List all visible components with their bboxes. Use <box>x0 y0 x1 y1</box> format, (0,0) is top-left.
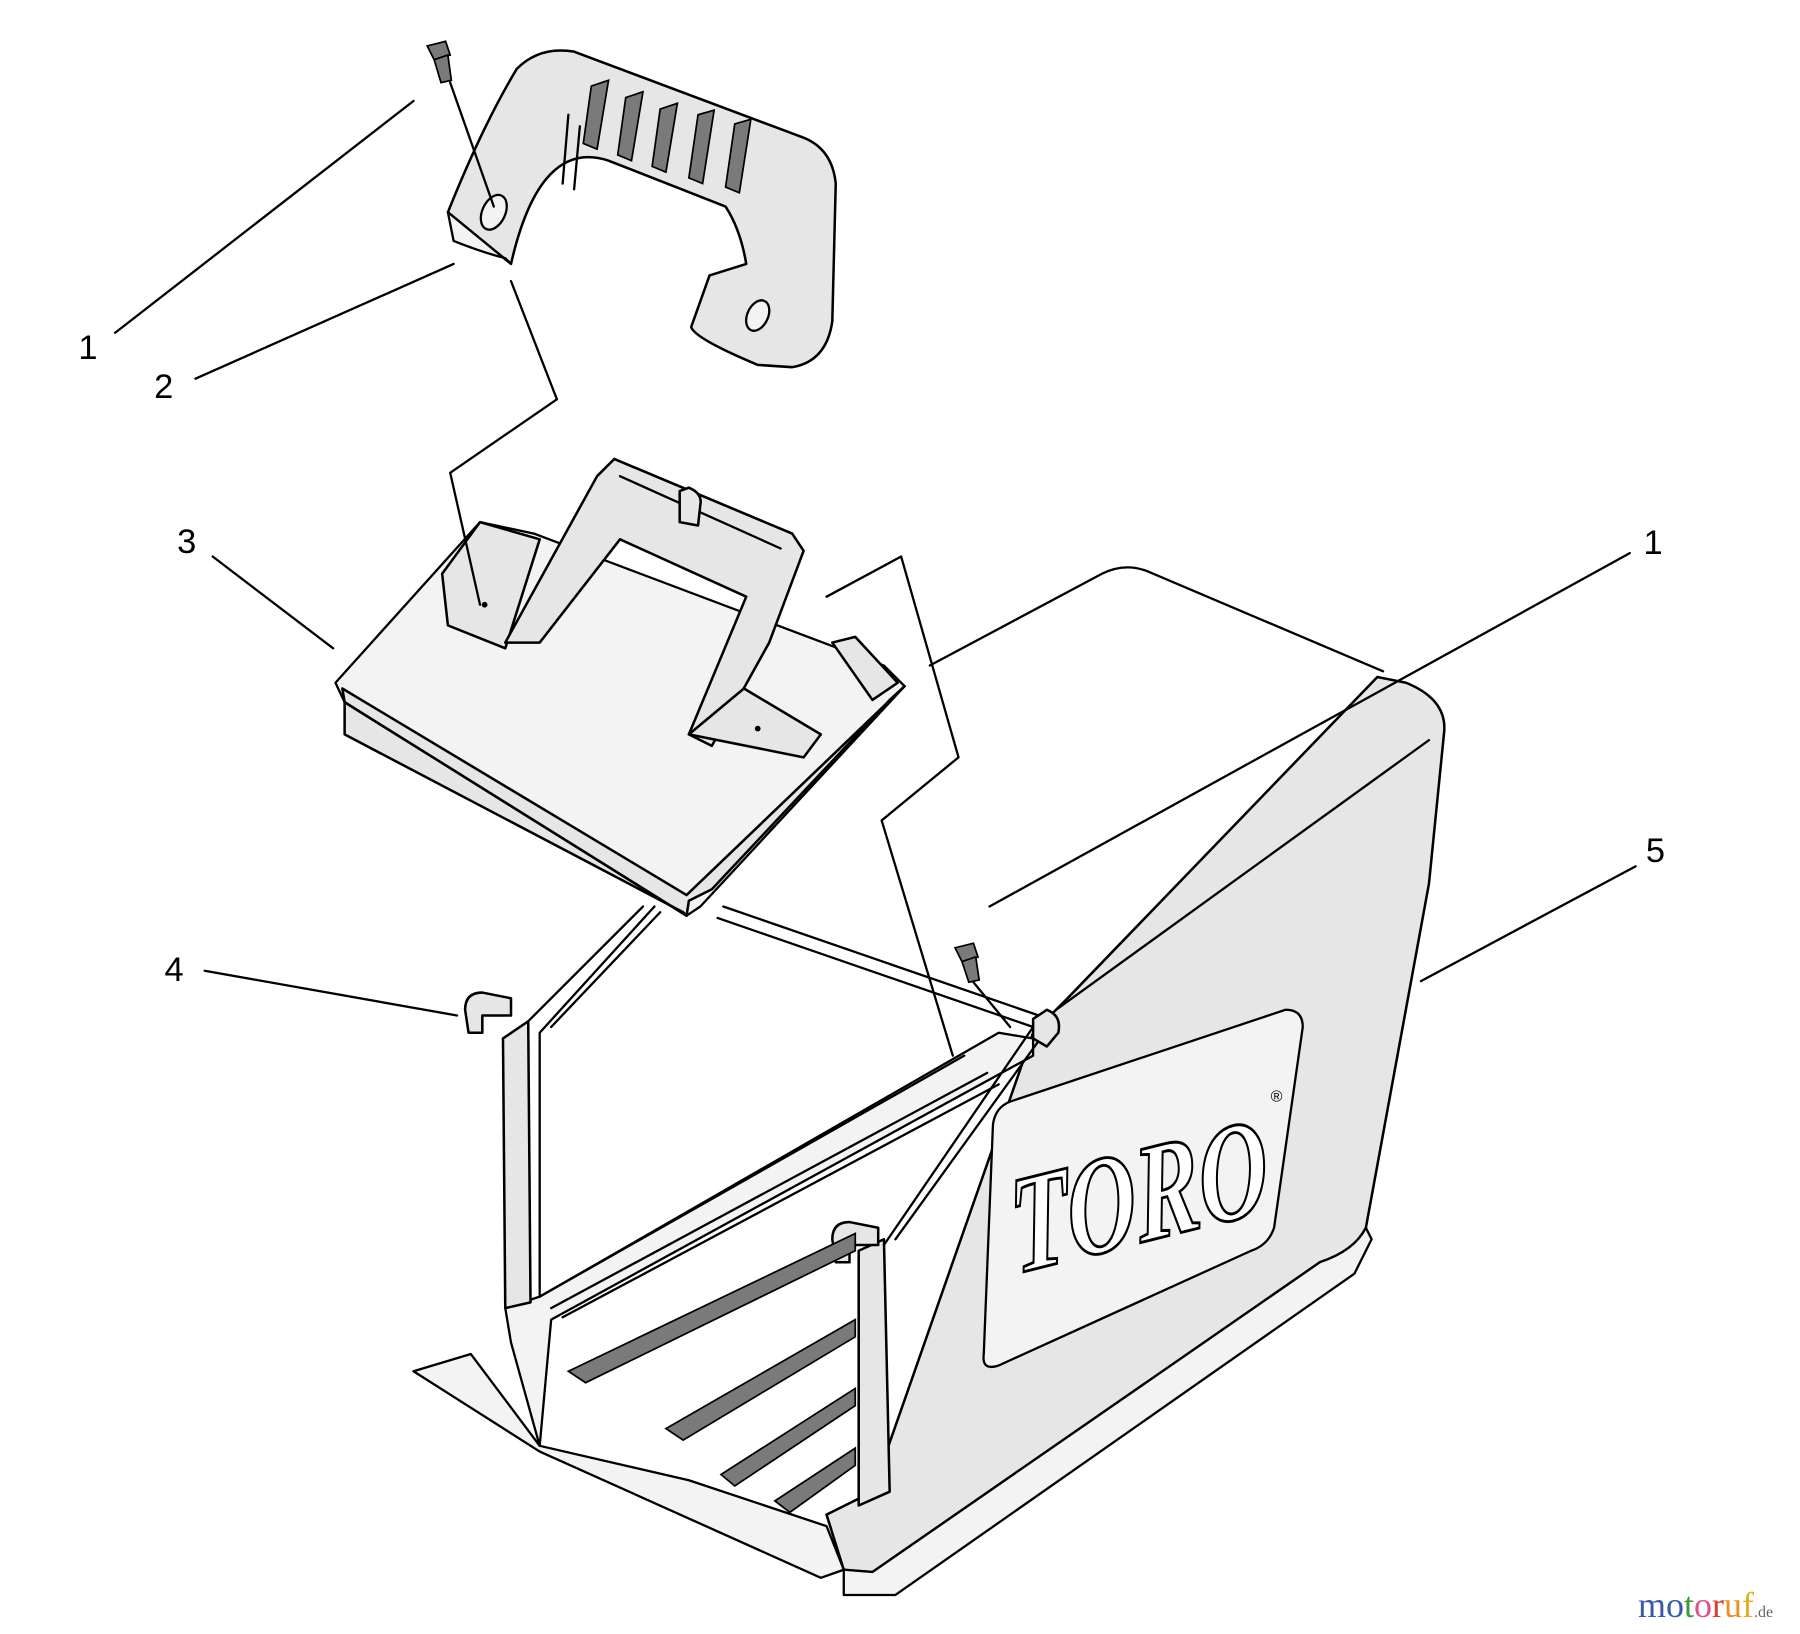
top-cover <box>334 457 906 917</box>
callout-5-bag: 5 <box>1646 832 1665 870</box>
screw-top <box>425 40 453 84</box>
registered-mark: ® <box>1271 1088 1283 1106</box>
watermark-suffix: .de <box>1754 1604 1774 1621</box>
watermark-letter: u <box>1724 1585 1743 1625</box>
leader-lines <box>113 99 1637 1017</box>
watermark-letter: o <box>1694 1585 1713 1625</box>
watermark-letter: f <box>1742 1585 1755 1625</box>
callout-1-screw-right: 1 <box>1644 524 1663 562</box>
watermark-letter: o <box>1666 1585 1685 1625</box>
watermark-logo: motoruf.de <box>1638 1584 1773 1626</box>
grass-bag: TORO ® <box>825 566 1446 1597</box>
callout-1-screw-top: 1 <box>78 329 97 367</box>
handle-grip-ribs <box>582 79 752 194</box>
frame-slats <box>566 1232 857 1514</box>
watermark-letter: t <box>1684 1585 1695 1625</box>
assembly-lines <box>449 81 1012 1057</box>
callout-4-frame: 4 <box>164 951 183 989</box>
watermark-letter: m <box>1638 1585 1667 1625</box>
callout-3-top-cover: 3 <box>177 523 196 561</box>
handle <box>446 49 838 369</box>
watermark-letter: r <box>1712 1585 1725 1625</box>
callout-2-handle: 2 <box>154 368 173 406</box>
bag-frame <box>412 905 1061 1579</box>
screw-right <box>953 942 981 984</box>
